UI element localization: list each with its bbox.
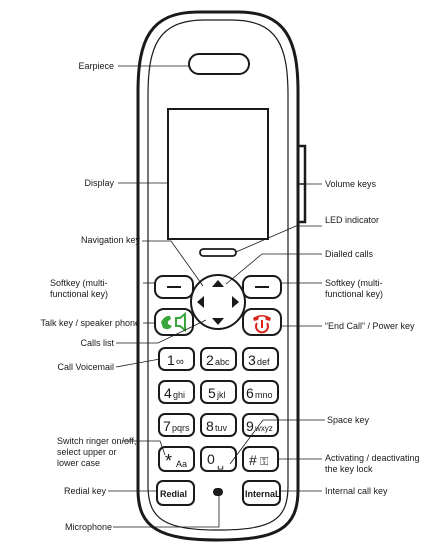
label-microphone: Microphone (64, 522, 112, 532)
label-earpiece: Earpiece (78, 61, 114, 71)
key-3-digit: 3 (248, 352, 256, 368)
earpiece-slot (188, 53, 250, 75)
nav-right-arrow-icon[interactable] (232, 296, 239, 308)
key-3-letters: def (257, 357, 270, 367)
key-8-digit: 8 (206, 418, 214, 434)
label-key-lock: Activating / deactivating the key lock (325, 453, 420, 475)
key-0[interactable] (200, 446, 237, 472)
label-calls-list: Calls list (80, 338, 114, 348)
label-softkey-right: Softkey (multi- functional key) (325, 278, 383, 300)
label-dialled-calls: Dialled calls (325, 249, 374, 259)
key-6[interactable] (242, 380, 279, 404)
label-volume-keys: Volume keys (325, 179, 377, 189)
label-key-lock-line2: the key lock (325, 464, 373, 474)
label-switch-ringer: Switch ringer on/off, select upper or lo… (57, 436, 136, 469)
label-space-key: Space key (327, 415, 370, 425)
label-key-lock-line1: Activating / deactivating (325, 453, 420, 463)
key-0-digit: 0 (207, 451, 215, 467)
nav-left-arrow-icon[interactable] (197, 296, 204, 308)
softkey-left-button[interactable] (154, 275, 194, 299)
label-redial-key: Redial key (63, 486, 106, 496)
microphone-hole (213, 488, 223, 496)
label-switch-ringer-line2: select upper or (57, 447, 117, 457)
label-end-call: “End Call” / Power key (325, 321, 415, 331)
key-2-digit: 2 (206, 352, 214, 368)
label-softkey-right-line1: Softkey (multi- (325, 278, 383, 288)
redial-key[interactable] (156, 480, 195, 506)
label-call-voicemail: Call Voicemail (57, 362, 114, 372)
handset-inner-edge (147, 19, 289, 531)
navigation-key-ring[interactable] (190, 274, 246, 330)
label-switch-ringer-line3: lower case (57, 458, 101, 468)
key-8-letters: tuv (215, 423, 228, 433)
internal-key-label: InternaL (245, 489, 281, 499)
label-internal-call-key: Internal call key (325, 486, 388, 496)
key-star-symbol: * (165, 451, 172, 471)
talk-speaker-icon (161, 311, 186, 333)
internal-call-key[interactable] (242, 480, 281, 506)
label-softkey-left: Softkey (multi- functional key) (50, 278, 108, 300)
key-7[interactable] (158, 413, 195, 437)
leader-lines (108, 65, 325, 528)
key-4[interactable] (158, 380, 195, 404)
key-9-letters: wxyz (254, 424, 273, 433)
key-1-digit: 1 (167, 352, 175, 368)
key-3[interactable] (242, 347, 279, 371)
keypad (156, 347, 281, 506)
key-7-digit: 7 (163, 418, 171, 434)
key-9[interactable] (242, 413, 279, 437)
end-call-power-button[interactable] (242, 308, 282, 336)
key-6-letters: mno (255, 390, 273, 400)
key-4-letters: ghi (173, 390, 185, 400)
display-screen (167, 108, 269, 240)
key-6-digit: 6 (246, 385, 254, 401)
nav-down-arrow-icon[interactable] (212, 318, 224, 325)
key-star[interactable] (158, 446, 195, 472)
key-4-digit: 4 (164, 385, 172, 401)
key-2-letters: abc (215, 357, 230, 367)
key-star-case: Aa (176, 459, 187, 469)
redial-key-label: Redial (160, 489, 187, 499)
key-5-digit: 5 (208, 385, 216, 401)
label-talk-key: Talk key / speaker phone (40, 318, 140, 328)
nav-up-arrow-icon[interactable] (212, 280, 224, 287)
key-7-letters: pqrs (172, 423, 190, 433)
key-9-digit: 9 (246, 418, 254, 434)
key-hash-symbol: # (249, 452, 257, 468)
key-lock-icon: ⚿ (260, 456, 268, 468)
key-5[interactable] (200, 380, 237, 404)
softkey-right-button[interactable] (242, 275, 282, 299)
handset-body (136, 10, 300, 542)
label-led-indicator: LED indicator (325, 215, 380, 225)
key-5-letters: jkl (216, 390, 226, 400)
space-icon: ␣ (217, 458, 224, 470)
key-8[interactable] (200, 413, 237, 437)
key-2[interactable] (200, 347, 237, 371)
led-indicator (199, 248, 237, 257)
label-softkey-left-line1: Softkey (multi- (50, 278, 108, 288)
keypad-labels: 1 ∞ 2 abc 3 def 4 ghi 5 jkl 6 mno 7 pqrs… (160, 352, 281, 499)
label-switch-ringer-line1: Switch ringer on/off, (57, 436, 137, 446)
label-softkey-right-line2: functional key) (325, 289, 384, 299)
talk-key-button[interactable] (154, 308, 194, 336)
end-call-power-icon (253, 315, 271, 334)
label-navigation-key: Navigation key (80, 235, 140, 245)
label-softkey-left-line2: functional key) (50, 289, 109, 299)
label-display: Display (84, 178, 114, 188)
voicemail-icon: ∞ (176, 356, 184, 368)
